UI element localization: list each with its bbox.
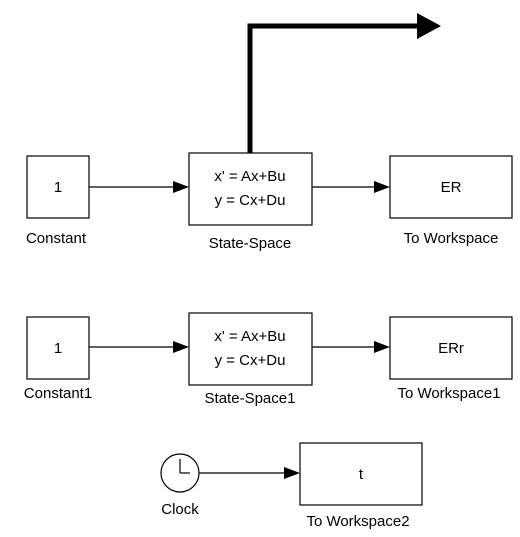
wire-constant1-to-statespace1[interactable] xyxy=(89,341,189,353)
wire-constant-to-statespace[interactable] xyxy=(89,181,189,193)
to-workspace-block[interactable]: ER xyxy=(389,155,513,219)
to-workspace-variable: ER xyxy=(441,179,462,196)
clock-label: Clock xyxy=(161,501,199,518)
state-space1-equation-2: y = Cx+Du xyxy=(215,352,286,369)
constant1-block[interactable]: 1 xyxy=(26,316,90,380)
state-space-label: State-Space xyxy=(209,235,292,252)
state-space1-block[interactable]: x' = Ax+Bu y = Cx+Du xyxy=(188,312,313,386)
state-space-equation-2: y = Cx+Du xyxy=(215,192,286,209)
to-workspace2-label: To Workspace2 xyxy=(306,513,409,530)
state-space1-label: State-Space1 xyxy=(205,390,296,407)
wire-clock-to-workspace2[interactable] xyxy=(199,467,300,479)
state-space-block[interactable]: x' = Ax+Bu y = Cx+Du xyxy=(188,152,313,226)
constant-value: 1 xyxy=(54,179,62,196)
constant-label: Constant xyxy=(26,230,87,247)
constant-block[interactable]: 1 xyxy=(26,155,90,219)
bold-output-wire[interactable] xyxy=(247,13,441,155)
bold-arrowhead xyxy=(417,13,441,39)
constant1-label: Constant1 xyxy=(24,385,92,402)
clock-block[interactable] xyxy=(160,453,200,493)
to-workspace1-variable: ERr xyxy=(438,340,464,357)
wire-statespace1-to-workspace1[interactable] xyxy=(312,341,390,353)
to-workspace2-variable: t xyxy=(359,466,364,483)
state-space-equation-1: x' = Ax+Bu xyxy=(214,168,285,185)
constant1-value: 1 xyxy=(54,340,62,357)
state-space1-equation-1: x' = Ax+Bu xyxy=(214,328,285,345)
wire-statespace-to-workspace[interactable] xyxy=(312,181,390,193)
to-workspace2-block[interactable]: t xyxy=(299,442,423,506)
to-workspace1-block[interactable]: ERr xyxy=(389,316,513,380)
to-workspace-label: To Workspace xyxy=(404,230,499,247)
to-workspace1-label: To Workspace1 xyxy=(397,385,500,402)
